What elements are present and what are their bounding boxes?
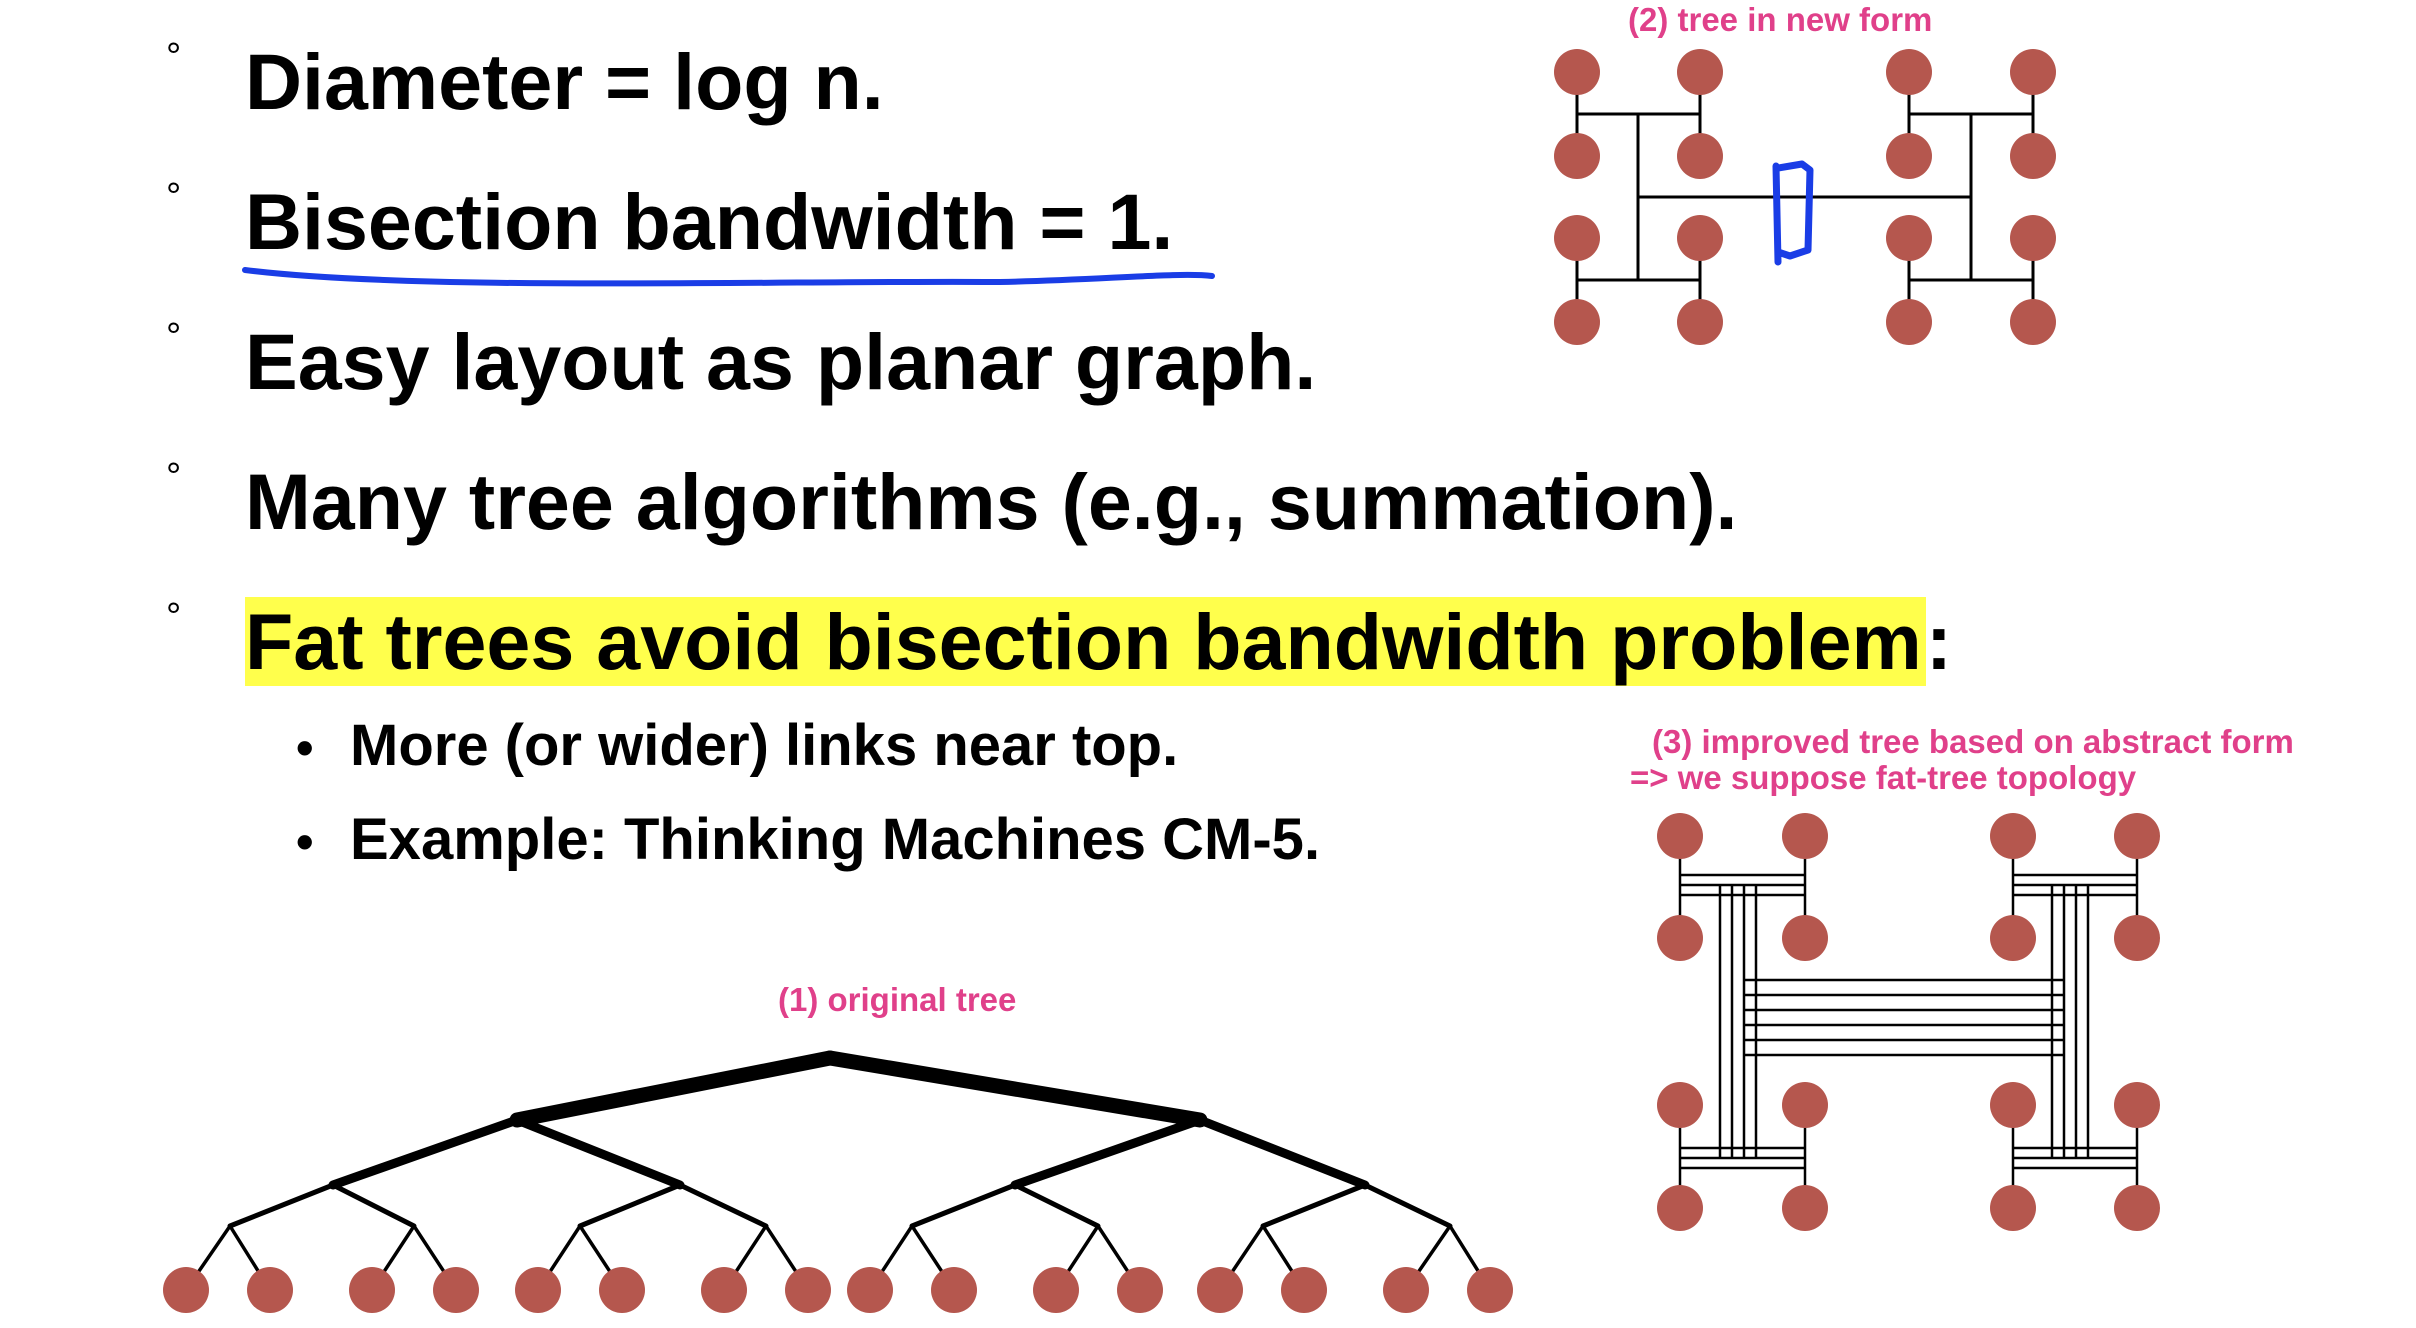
node <box>1886 133 1932 179</box>
node <box>1782 1082 1828 1128</box>
sub-bullet-wider-links: More (or wider) links near top. <box>350 713 1179 778</box>
bullet-algorithms: Many tree algorithms (e.g., summation). <box>245 457 1738 546</box>
highlighted-phrase: Fat trees avoid bisection bandwidth prob… <box>245 597 1926 686</box>
node <box>1677 215 1723 261</box>
node <box>2114 1082 2160 1128</box>
tree-leaf-node <box>1281 1267 1327 1313</box>
h-tree-nodes <box>1554 49 2056 345</box>
tree-edge <box>509 1050 838 1128</box>
node <box>2010 133 2056 179</box>
tree-edge <box>1362 1182 1453 1229</box>
tree-leaf-node <box>1033 1267 1079 1313</box>
node <box>2010 49 2056 95</box>
node <box>2114 813 2160 859</box>
bullet-suffix: : <box>1925 597 1953 686</box>
node <box>2010 215 2056 261</box>
tree-edge <box>227 1182 336 1229</box>
node <box>1886 49 1932 95</box>
node <box>1990 1185 2036 1231</box>
fat-tree-h-diagram <box>1678 836 2139 1208</box>
tree-leaf-node <box>1383 1267 1429 1313</box>
node <box>1554 215 1600 261</box>
tree-leaf-node <box>701 1267 747 1313</box>
node <box>1657 813 1703 859</box>
node <box>1990 915 2036 961</box>
caption-improved-tree: (3) improved tree based on abstract form <box>1652 723 2294 760</box>
annotation-underline <box>242 267 1215 287</box>
bullet-diameter: Diameter = log n. <box>245 37 884 126</box>
tree-leaf-node <box>1117 1267 1163 1313</box>
node <box>2114 1185 2160 1231</box>
tree-edge <box>1010 1115 1205 1190</box>
tree-leaf-node <box>931 1267 977 1313</box>
node <box>1554 299 1600 345</box>
tree-edge <box>577 1182 683 1229</box>
tree-edge <box>512 1115 685 1190</box>
sub-bullet-cm5: Example: Thinking Machines CM-5. <box>350 807 1321 872</box>
bullet-fat-trees: Fat trees avoid bisection bandwidth prob… <box>245 594 1952 690</box>
tree-edge <box>677 1182 769 1229</box>
bullet-bisection: Bisection bandwidth = 1. <box>245 177 1174 266</box>
original-tree-edges <box>184 1050 1492 1292</box>
tree-leaf-node <box>163 1267 209 1313</box>
node <box>1782 1185 1828 1231</box>
bullet-marker: ° <box>166 456 182 498</box>
bullet-marker: ° <box>166 596 182 638</box>
node <box>2114 915 2160 961</box>
tree-leaf-node <box>1467 1267 1513 1313</box>
tree-leaf-node <box>785 1267 831 1313</box>
tree-leaf-node <box>247 1267 293 1313</box>
original-tree-nodes <box>163 1267 1513 1313</box>
node <box>1677 133 1723 179</box>
caption-fat-tree-topology: => we suppose fat-tree topology <box>1630 759 2137 796</box>
annotation-bisection-mark <box>1772 160 1814 266</box>
bullet-marker: ° <box>166 36 182 78</box>
bullet-marker: ° <box>166 176 182 218</box>
sub-bullet-marker: • <box>296 720 314 776</box>
node <box>1677 299 1723 345</box>
sub-bullet-marker: • <box>296 814 314 870</box>
tree-edge <box>1195 1115 1370 1190</box>
node <box>1657 1185 1703 1231</box>
node <box>1554 49 1600 95</box>
node <box>1677 49 1723 95</box>
node <box>1990 1082 2036 1128</box>
caption-original-tree: (1) original tree <box>778 981 1017 1018</box>
node <box>1886 215 1932 261</box>
bullet-layout: Easy layout as planar graph. <box>245 317 1317 406</box>
tree-edge <box>330 1182 417 1229</box>
tree-edge <box>909 1182 1018 1229</box>
node <box>1657 1082 1703 1128</box>
tree-edge <box>328 1115 522 1190</box>
tree-leaf-node <box>515 1267 561 1313</box>
tree-leaf-node <box>349 1267 395 1313</box>
h-tree-diagram <box>1575 72 2035 322</box>
node <box>1554 133 1600 179</box>
node <box>1657 915 1703 961</box>
node <box>1782 915 1828 961</box>
tree-leaf-node <box>1197 1267 1243 1313</box>
fat-tree-h-nodes <box>1657 813 2160 1231</box>
node <box>1886 299 1932 345</box>
tree-edge <box>1012 1182 1101 1229</box>
bullet-marker: ° <box>166 316 182 358</box>
node <box>2010 299 2056 345</box>
tree-leaf-node <box>433 1267 479 1313</box>
tree-leaf-node <box>599 1267 645 1313</box>
node <box>1782 813 1828 859</box>
node <box>1990 813 2036 859</box>
caption-tree-new-form: (2) tree in new form <box>1628 1 1933 38</box>
tree-edge <box>822 1050 1208 1128</box>
tree-leaf-node <box>847 1267 893 1313</box>
tree-edge <box>1260 1182 1368 1229</box>
